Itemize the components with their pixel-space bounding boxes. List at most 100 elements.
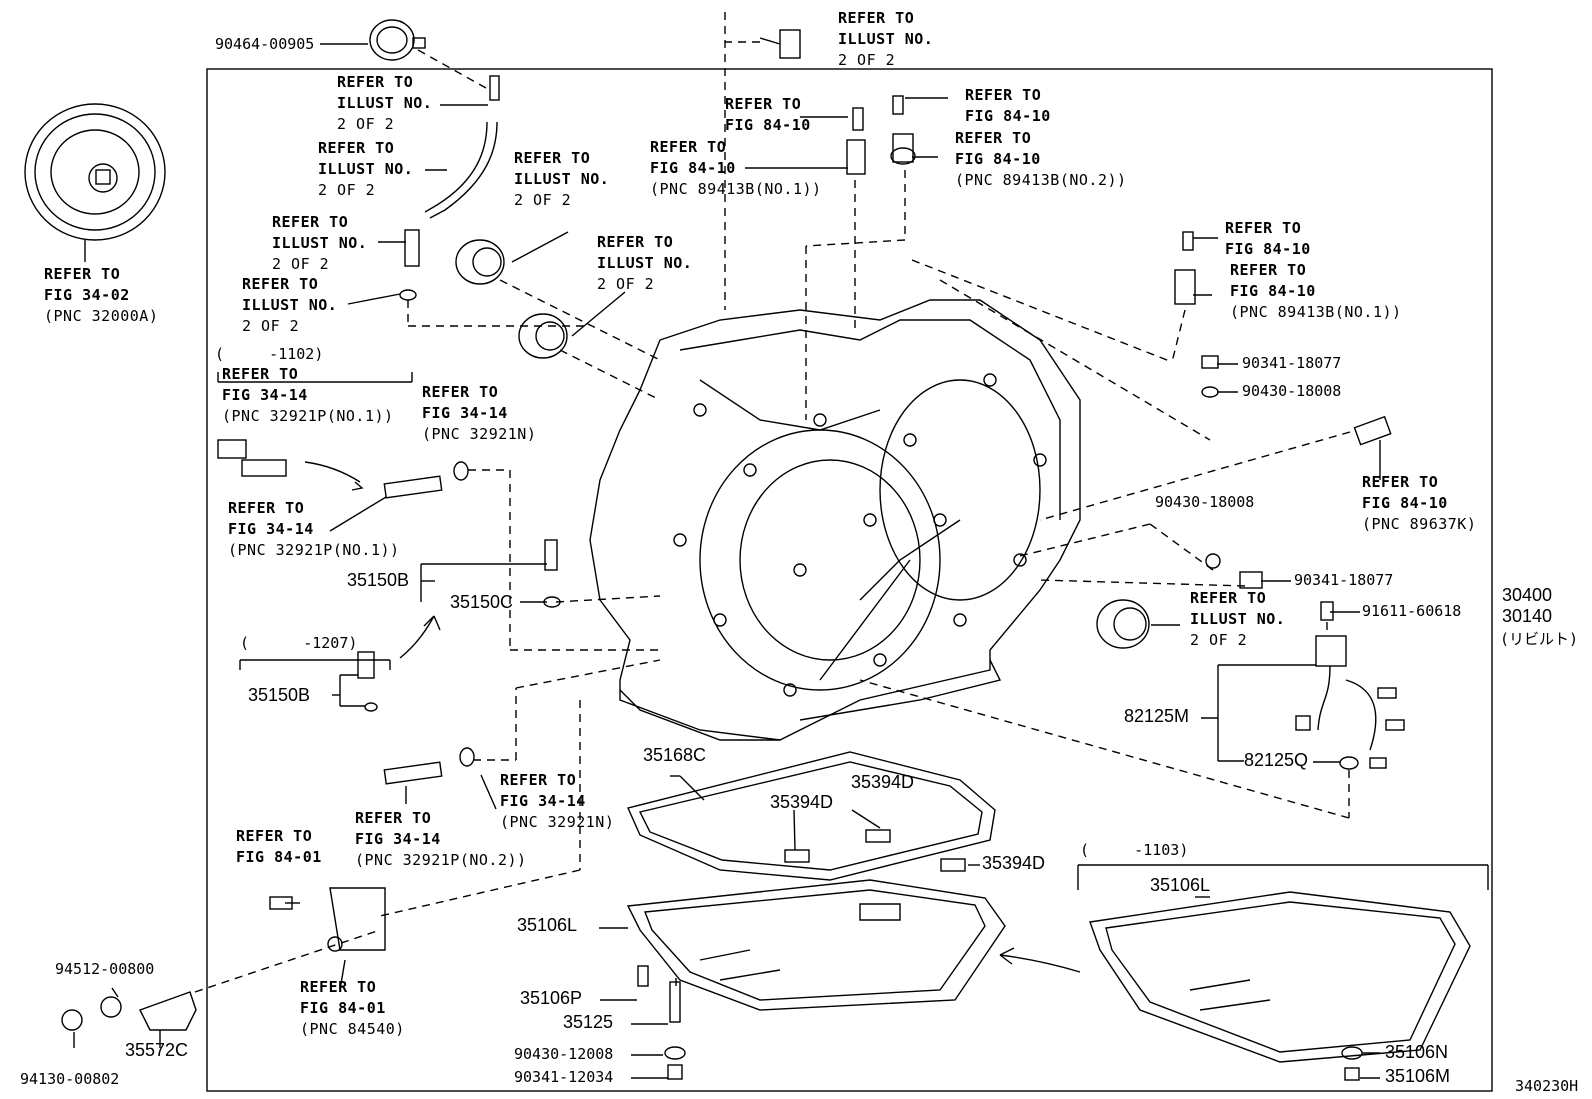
part-number[interactable]: 90341-18077 xyxy=(1294,571,1394,589)
part-number[interactable]: 90430-18008 xyxy=(1242,382,1342,400)
reference-line: 2 OF 2 xyxy=(242,317,300,335)
reference-line: (PNC 89413B(NO.2)) xyxy=(955,171,1127,189)
reference-line: FIG 34-02 xyxy=(44,286,130,304)
part-number[interactable]: 35150C xyxy=(450,592,514,612)
reference-line: REFER TO xyxy=(500,771,577,789)
oil-seal-illustration xyxy=(455,239,1150,649)
part-number[interactable]: 30140 xyxy=(1502,606,1553,626)
part-number[interactable]: 35106L xyxy=(517,915,578,935)
dashed-leader-lines xyxy=(194,12,1351,993)
part-number[interactable]: 35106L xyxy=(1150,875,1211,895)
part-number[interactable]: 35150B xyxy=(347,570,410,590)
part-number[interactable]: 35168C xyxy=(643,745,707,765)
reference-line: REFER TO xyxy=(1362,473,1439,491)
hose-clamp-illustration xyxy=(369,19,426,61)
reference-line: REFER TO xyxy=(318,139,395,157)
reference-line: (PNC 32921P(NO.2)) xyxy=(355,851,527,869)
transaxle-housing-illustration xyxy=(589,299,1081,741)
oil-pan-alt-illustration xyxy=(1089,891,1471,1063)
reference-line: REFER TO xyxy=(242,275,319,293)
part-number[interactable]: 35106N xyxy=(1385,1042,1449,1062)
reference-line: REFER TO xyxy=(228,499,305,517)
reference-line: REFER TO xyxy=(1225,219,1302,237)
reference-line: REFER TO xyxy=(236,827,313,845)
reference-line: ILLUST NO. xyxy=(272,234,368,252)
part-number[interactable]: 90430-18008 xyxy=(1155,493,1255,511)
part-number[interactable]: 94130-00802 xyxy=(20,1070,120,1088)
part-number[interactable]: 35106M xyxy=(1385,1066,1451,1086)
leader-lines xyxy=(73,43,1489,1079)
rebuilt-note: (リビルト) xyxy=(1500,630,1579,648)
reference-line: 2 OF 2 xyxy=(318,181,376,199)
reference-line: (PNC 89413B(NO.1)) xyxy=(1230,303,1402,321)
part-number[interactable]: 90341-18077 xyxy=(1242,354,1342,372)
part-number[interactable]: 90341-12034 xyxy=(514,1068,614,1086)
reference-line: ILLUST NO. xyxy=(514,170,610,188)
part-number[interactable]: 30400 xyxy=(1502,585,1553,605)
date-range: ( -1207) xyxy=(240,634,358,652)
speed-sensor-illustration xyxy=(759,29,1392,621)
reference-label[interactable]: REFER TO FIG 84-01 xyxy=(236,826,322,868)
part-number[interactable]: 35106P xyxy=(520,988,583,1008)
reference-line: (PNC 89637K) xyxy=(1362,515,1477,533)
part-number[interactable]: 35394D xyxy=(770,792,834,812)
torque-converter-illustration xyxy=(24,103,166,262)
reference-line: REFER TO xyxy=(337,73,414,91)
part-number[interactable]: 94512-00800 xyxy=(55,960,155,978)
reference-line: FIG 84-10 xyxy=(965,107,1051,125)
oil-pan-illustration xyxy=(626,879,1006,1011)
reference-label[interactable]: REFER TO ILLUST NO. 2 OF 2 xyxy=(318,138,413,201)
reference-line: REFER TO xyxy=(838,9,915,27)
reference-line: 2 OF 2 xyxy=(838,51,896,69)
part-number[interactable]: 91611-60618 xyxy=(1362,602,1462,620)
reference-line: REFER TO xyxy=(272,213,349,231)
part-number[interactable]: 90430-12008 xyxy=(514,1045,614,1063)
part-number[interactable]: 35125 xyxy=(563,1012,614,1032)
reference-line: (PNC 32921N) xyxy=(500,813,615,831)
part-number[interactable]: 35572C xyxy=(125,1040,189,1060)
part-number[interactable]: 35394D xyxy=(982,853,1046,873)
reference-line: (PNC 32921N) xyxy=(422,425,537,443)
reference-line: ILLUST NO. xyxy=(318,160,414,178)
breather-illustration xyxy=(399,75,500,301)
reference-line: REFER TO xyxy=(725,95,802,113)
part-number[interactable]: 35150B xyxy=(248,685,311,705)
part-number[interactable]: 35394D xyxy=(851,772,915,792)
part-number[interactable]: 82125M xyxy=(1124,706,1190,726)
date-range: ( -1102) xyxy=(215,345,324,363)
reference-line: 2 OF 2 xyxy=(597,275,655,293)
reference-line: REFER TO xyxy=(597,233,674,251)
reference-line: REFER TO xyxy=(300,978,377,996)
reference-line: ILLUST NO. xyxy=(838,30,934,48)
reference-label[interactable]: REFER TO ILLUST NO. 2 OF 2 xyxy=(838,8,933,71)
part-number[interactable]: 90464-00905 xyxy=(215,35,315,53)
oil-pan-gasket-illustration xyxy=(627,751,996,881)
drain-plug-illustration xyxy=(61,887,1363,1081)
reference-line: FIG 84-10 xyxy=(955,150,1041,168)
part-number[interactable]: 82125Q xyxy=(1244,750,1309,770)
reference-line: FIG 34-14 xyxy=(355,830,441,848)
reference-line: FIG 84-01 xyxy=(236,848,322,866)
date-range: ( -1103) xyxy=(1080,841,1189,859)
